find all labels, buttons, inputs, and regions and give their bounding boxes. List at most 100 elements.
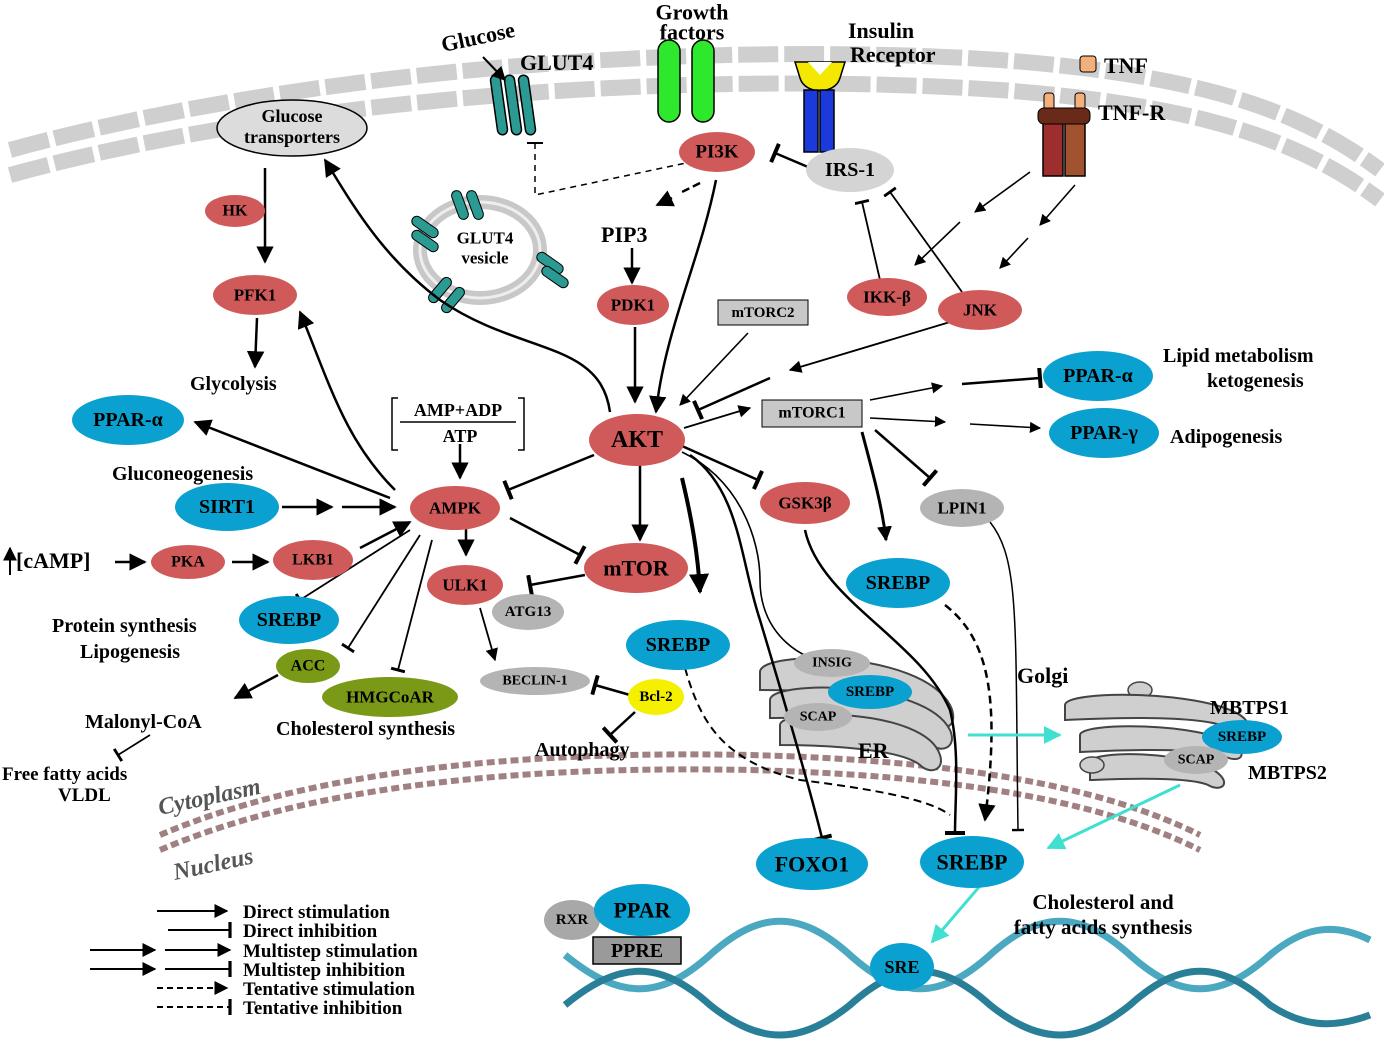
foxo1-label: FOXO1 (775, 852, 850, 877)
tnf-receptor (1037, 55, 1097, 177)
node-sre: SRE (870, 943, 934, 991)
camp-label: [cAMP] (16, 548, 91, 573)
pka-label: PKA (171, 554, 205, 571)
legend-direct-inhibition: Direct inhibition (243, 921, 378, 942)
glut4-vesicle (411, 190, 569, 314)
node-acc: ACC (276, 649, 340, 683)
node-mtor: mTOR (584, 543, 688, 593)
glycolysis-label: Glycolysis (190, 373, 277, 395)
camp-indicator: [cAMP] (2, 546, 91, 575)
node-lpin1: LPIN1 (920, 489, 1004, 527)
glucose-arrow (482, 56, 506, 82)
scap-er-label: SCAP (800, 710, 837, 725)
node-pdk1: PDK1 (597, 285, 669, 325)
cholesterol-synthesis-label: Cholesterol synthesis (276, 718, 455, 740)
lipid-metabolism-label: Lipid metabolism (1163, 345, 1314, 367)
lipogenesis-label: Lipogenesis (80, 641, 180, 663)
ppre-label: PPRE (611, 940, 663, 962)
pparg-label: PPAR-γ (1070, 422, 1138, 444)
cholesterol-fa-label-1: Cholesterol and (1032, 890, 1174, 914)
node-srebp-nucleus: SREBP (920, 836, 1024, 888)
lkb1-label: LKB1 (292, 552, 334, 569)
jnk-label: JNK (963, 301, 998, 320)
node-bcl2: Bcl-2 (628, 679, 684, 715)
ppara-right-label: PPAR-α (1063, 365, 1133, 387)
hmgcoar-label: HMGCoAR (346, 688, 435, 707)
legend (90, 904, 232, 1015)
glut4-vesicle-label-2: vesicle (461, 249, 509, 268)
glucose-transporters-label-2: transporters (244, 127, 340, 147)
autophagy-label: Autophagy (535, 739, 629, 761)
er-label: ER (858, 738, 890, 763)
malonyl-coa-label: Malonyl-CoA (85, 711, 202, 733)
cyan-arrows (930, 726, 1181, 944)
legend-multistep-stimulation: Multistep stimulation (243, 941, 418, 962)
scap-golgi-label: SCAP (1178, 753, 1215, 768)
insulin-receptor (793, 61, 847, 153)
gsk3b-label: GSK3β (778, 494, 831, 513)
sirt1-label: SIRT1 (199, 496, 255, 518)
sre-label: SRE (884, 957, 919, 977)
mbtps1-label: MBTPS1 (1210, 697, 1289, 719)
glucose-label: Glucose (439, 17, 517, 57)
glut4-vesicle-label-1: GLUT4 (457, 229, 514, 248)
node-jnk: JNK (938, 290, 1022, 330)
node-sirt1: SIRT1 (175, 483, 279, 531)
akt-label: AKT (611, 427, 663, 453)
ampk-label: AMPK (429, 499, 482, 518)
node-hk: HK (205, 195, 265, 227)
pfk1-label: PFK1 (234, 286, 277, 305)
node-gsk3b: GSK3β (760, 482, 850, 524)
pip3-label: PIP3 (601, 222, 647, 247)
srebp-golgi-label: SREBP (1218, 729, 1266, 745)
mbtps2-label: MBTPS2 (1248, 762, 1327, 784)
node-srebp-left: SREBP (239, 596, 339, 644)
ikkb-label: IKK-β (863, 288, 911, 307)
bcl2-label: Bcl-2 (639, 689, 672, 705)
nuclear-membrane (158, 751, 1202, 853)
pi3k-label: PI3K (695, 142, 739, 163)
srebp-right-label: SREBP (866, 572, 930, 594)
pdk1-label: PDK1 (611, 296, 655, 315)
atp-label: ATP (443, 426, 478, 446)
legend-tentative-inhibition: Tentative inhibition (243, 998, 403, 1019)
amp-adp-label: AMP+ADP (414, 400, 502, 420)
srebp-left-label: SREBP (257, 609, 321, 631)
ketogenesis-label: ketogenesis (1207, 370, 1304, 392)
insulin-label-2: Receptor (850, 42, 936, 67)
ulk1-label: ULK1 (442, 576, 487, 595)
growth-factors-label-1: Growth (656, 0, 729, 25)
legend-multistep-inhibition: Multistep inhibition (243, 960, 405, 981)
growth-factors-label-2: factors (660, 20, 725, 45)
node-ppara-left: PPAR-α (72, 395, 184, 445)
amp-atp-ratio: AMP+ADP ATP (391, 397, 525, 451)
beclin1-label: BECLIN-1 (502, 674, 567, 689)
ppar-label: PPAR (613, 898, 671, 923)
node-ikkb: IKK-β (847, 278, 927, 316)
node-srebp-right: SREBP (846, 558, 950, 608)
cholesterol-fa-label-2: fatty acids synthesis (1014, 915, 1193, 939)
rxr-label: RXR (556, 912, 589, 928)
node-ppre: PPRE (592, 936, 682, 965)
hk-label: HK (223, 203, 248, 220)
node-scap-er: SCAP (784, 703, 852, 731)
node-foxo1: FOXO1 (756, 838, 868, 890)
node-pka: PKA (151, 545, 225, 579)
node-ppar: PPAR (594, 884, 690, 936)
srebp-nucleus-label: SREBP (937, 850, 1008, 875)
srebp-mid-label: SREBP (646, 634, 710, 656)
adipogenesis-label: Adipogenesis (1170, 426, 1282, 448)
irs1-label: IRS-1 (825, 159, 875, 181)
node-atg13: ATG13 (492, 594, 564, 630)
node-ampk: AMPK (410, 486, 500, 530)
node-mtorc1: mTORC1 (761, 399, 863, 428)
insulin-label-1: Insulin (848, 18, 914, 43)
node-pi3k: PI3K (679, 132, 755, 172)
mtor-label: mTOR (603, 556, 670, 581)
node-beclin1: BECLIN-1 (480, 667, 590, 695)
node-srebp-mid: SREBP (626, 620, 730, 670)
golgi-label: Golgi (1017, 663, 1068, 688)
nucleus-label: Nucleus (170, 844, 256, 887)
lpin1-label: LPIN1 (937, 499, 986, 518)
